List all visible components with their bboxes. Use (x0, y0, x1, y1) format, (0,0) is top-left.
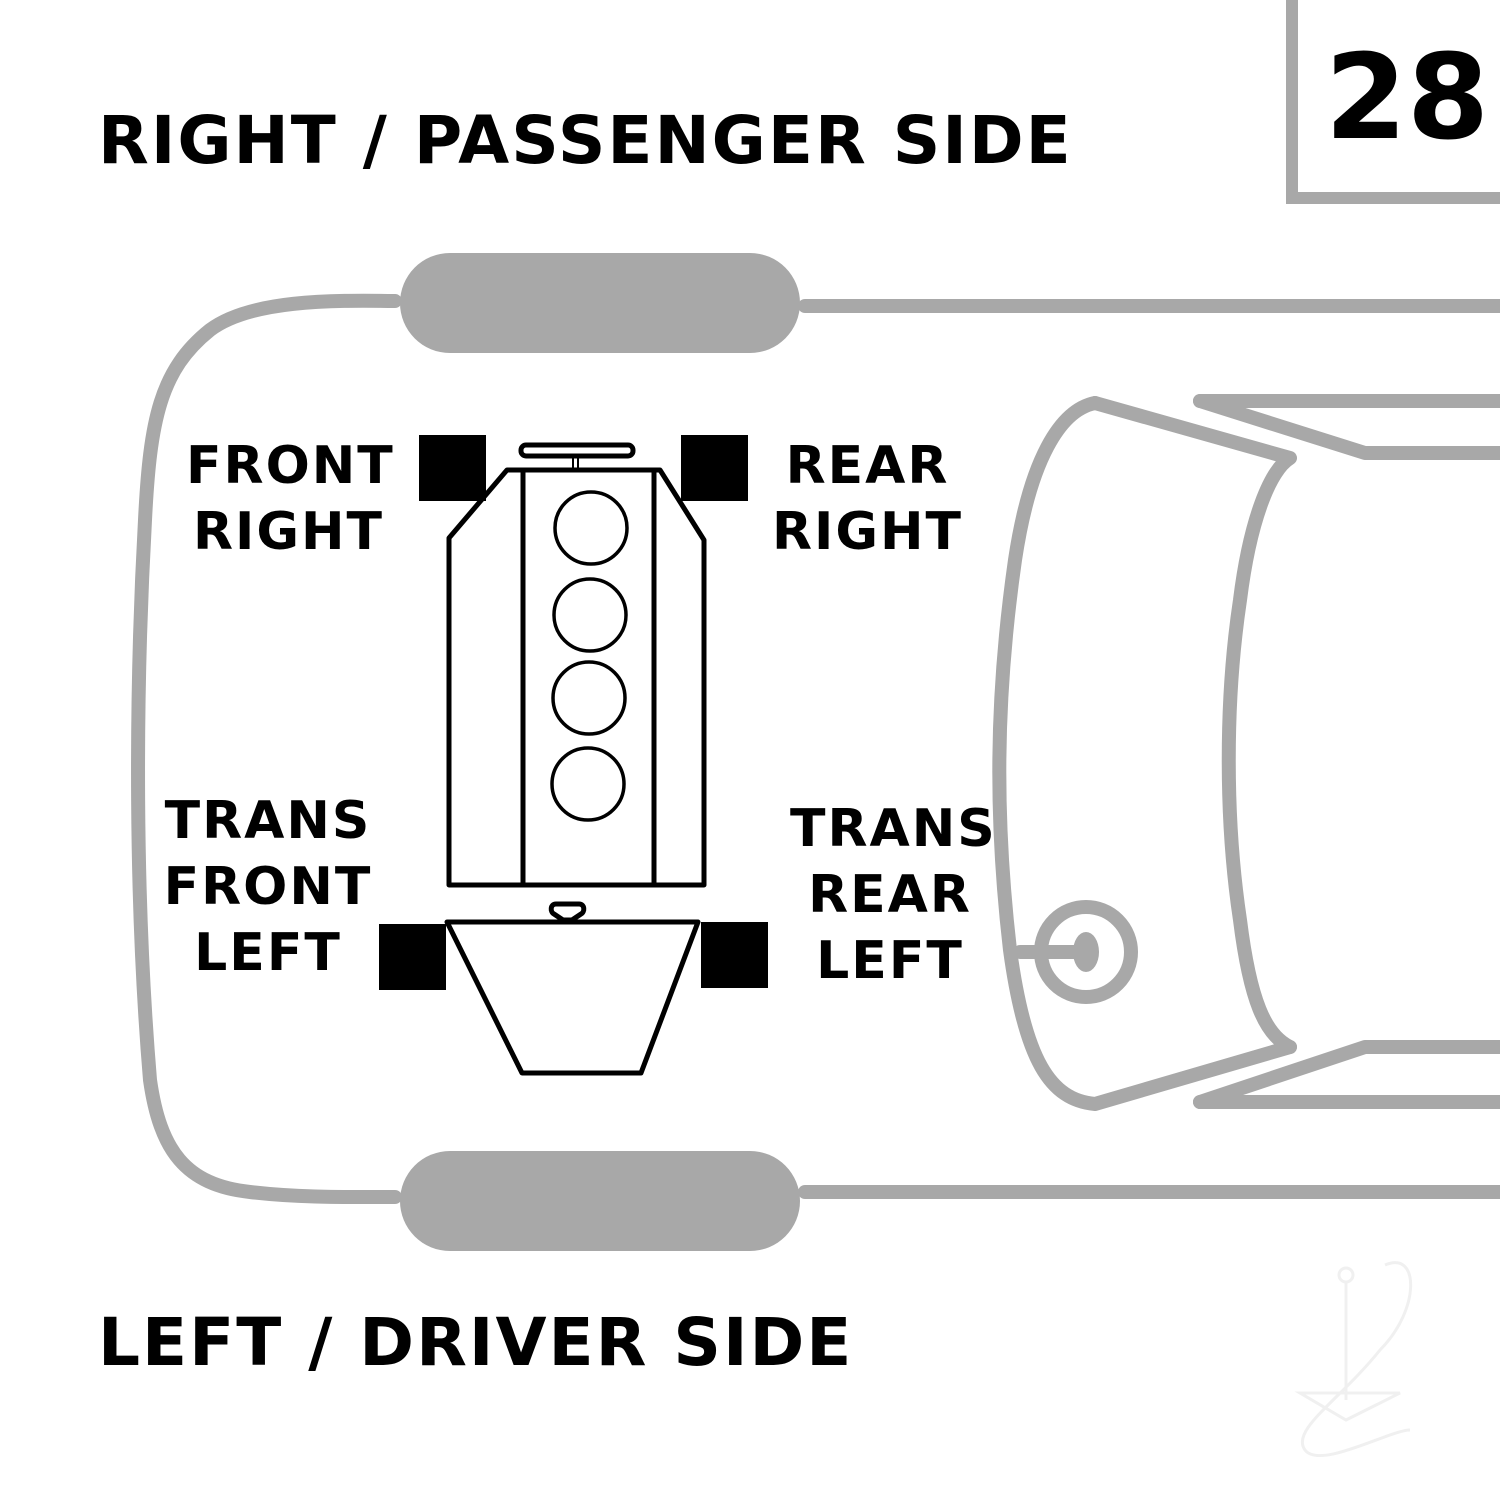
mount-label-front-right: FRONT RIGHT (186, 436, 395, 572)
mount-marker-front-right (419, 435, 486, 501)
diagram-number: 28 (1324, 28, 1490, 166)
mount-marker-rear-right (681, 435, 748, 501)
front-right-wheel (400, 253, 800, 353)
mount-label-line: FRONT (163, 857, 373, 917)
top-side-label: RIGHT / PASSENGER SIDE (98, 102, 1073, 179)
mount-label-line: TRANS (164, 791, 372, 851)
mount-marker-trans-rear-left (701, 922, 768, 988)
mount-label-line: RIGHT (192, 502, 385, 562)
mount-label-line: REAR (785, 436, 950, 496)
mount-label-line: TRANS (790, 799, 997, 859)
engine-block (446, 442, 707, 888)
steering-hub (1073, 932, 1099, 972)
mount-markers (379, 435, 768, 990)
engine-cylinders (550, 490, 629, 822)
transmission (444, 901, 701, 1076)
mount-label-line: FRONT (186, 436, 395, 496)
mount-label-trans-front-left: TRANS FRONT LEFT (163, 795, 373, 993)
mount-marker-trans-front-left (379, 924, 446, 990)
watermark-logo (1294, 1261, 1413, 1457)
vehicle-outline (131, 293, 1500, 1205)
diagram-number-box: 28 (1286, 0, 1500, 204)
bottom-side-label: LEFT / DRIVER SIDE (98, 1304, 854, 1381)
front-left-wheel (400, 1151, 800, 1251)
mount-label-line: LEFT (194, 923, 342, 983)
mount-label-line: LEFT (816, 931, 964, 991)
mount-label-trans-rear-left: TRANS REAR LEFT (790, 799, 997, 1001)
mount-label-rear-right: REAR RIGHT (770, 440, 965, 572)
mount-label-line: REAR (808, 865, 972, 925)
mount-label-line: RIGHT (771, 502, 964, 562)
